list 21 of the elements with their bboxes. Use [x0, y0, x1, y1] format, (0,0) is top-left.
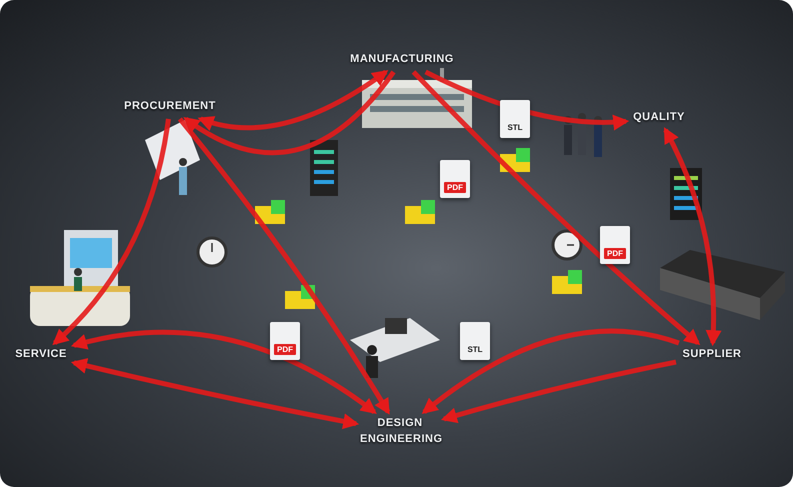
- department-label: SERVICE: [12, 347, 70, 363]
- arrow: [178, 117, 390, 415]
- arrow: [70, 358, 360, 430]
- file-type-label: STL: [506, 122, 524, 133]
- department-label: SUPPLIER: [680, 347, 744, 363]
- file-type-label: STL: [466, 344, 484, 355]
- arrow: [70, 330, 377, 414]
- arrow: [183, 70, 396, 156]
- arrow: [412, 70, 700, 346]
- arrow: [52, 118, 171, 346]
- file-type-label: PDF: [444, 182, 466, 193]
- department-label: DESIGN ENGINEERING: [360, 416, 440, 448]
- department-label: QUALITY: [630, 110, 688, 126]
- arrow: [663, 127, 722, 346]
- department-label: PROCUREMENT: [122, 99, 218, 115]
- file-type-label: PDF: [274, 344, 296, 355]
- arrow: [440, 360, 676, 424]
- arrow: [198, 70, 388, 131]
- arrow: [422, 328, 680, 414]
- file-type-label: PDF: [604, 248, 626, 259]
- department-label: MANUFACTURING: [350, 52, 454, 68]
